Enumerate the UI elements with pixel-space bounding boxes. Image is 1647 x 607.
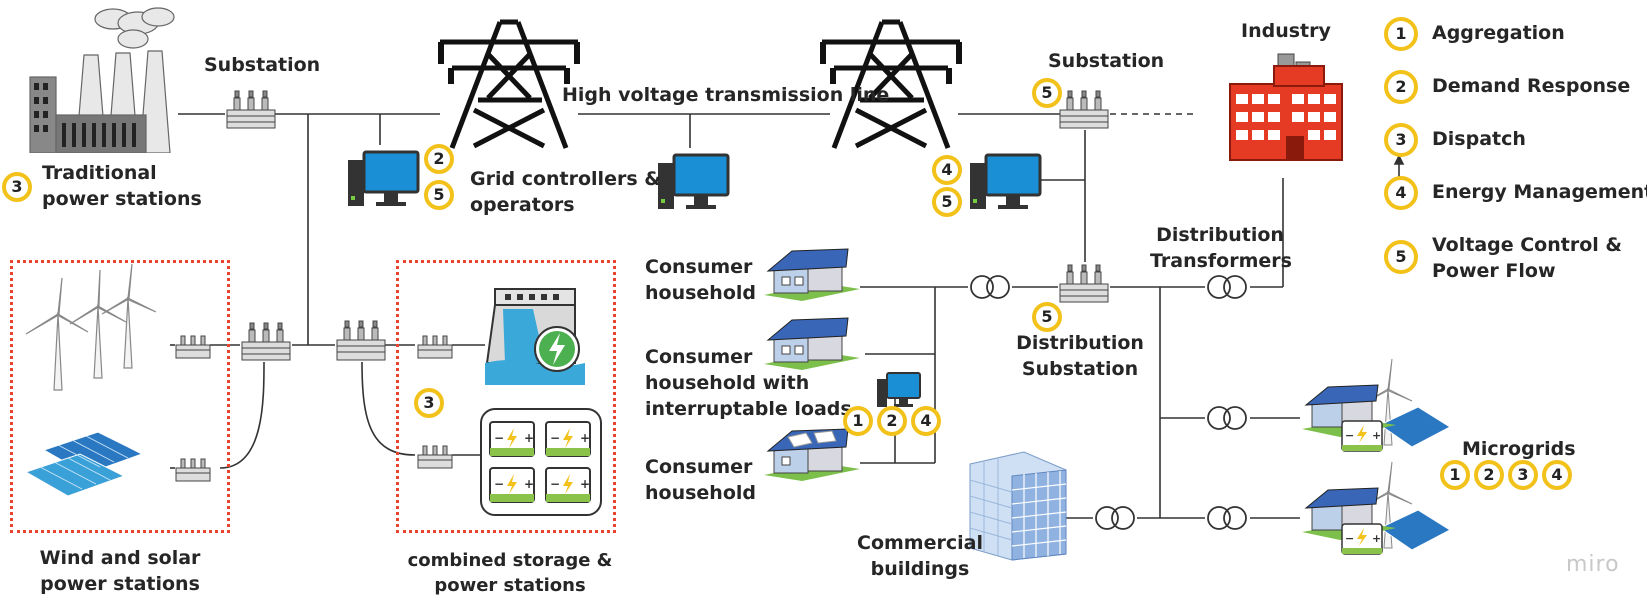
wind-turbine-icon — [25, 263, 157, 391]
substation-icon — [226, 90, 276, 129]
transmission-tower-icon — [438, 19, 580, 149]
small-substation-icon — [175, 458, 211, 482]
label-consumer-household-1: Consumer household — [645, 256, 756, 304]
badge-microgrid-2: 2 — [1474, 460, 1504, 490]
badge-tower-5: 5 — [932, 187, 962, 217]
label-hv-transmission-line: High voltage transmission line — [562, 84, 890, 106]
badge-substation-5: 5 — [1032, 78, 1062, 108]
badge-household-4: 4 — [911, 406, 941, 436]
svg-text:+: + — [1372, 429, 1381, 442]
label-storage: combined storage & power stations — [407, 550, 613, 596]
badge-household-1: 1 — [843, 406, 873, 436]
svg-text:−: − — [494, 431, 504, 445]
label-industry: Industry — [1241, 20, 1331, 42]
label-substation-left: Substation — [204, 54, 321, 76]
substation-icon — [336, 320, 386, 361]
factory-icon — [1229, 53, 1343, 161]
wind-solar-group-box — [10, 260, 230, 533]
house-icon — [764, 248, 860, 301]
svg-text:−: − — [1345, 532, 1354, 545]
svg-text:−: − — [550, 431, 560, 445]
badge-grid-controller-5: 5 — [424, 180, 454, 210]
legend-badge-1: 1 — [1384, 17, 1418, 51]
transmission-tower-icon — [820, 19, 962, 149]
label-traditional-power-stations: Traditional power stations — [42, 162, 202, 210]
computer-icon — [877, 372, 921, 407]
legend-badge-2: 2 — [1384, 70, 1418, 104]
legend-text-demand-response: Demand Response — [1432, 75, 1631, 97]
label-consumer-household-2: Consumer household — [645, 456, 756, 504]
substation-icon — [1059, 90, 1109, 129]
badge-microgrid-3: 3 — [1508, 460, 1538, 490]
label-distribution-substation: Distribution Substation — [1016, 332, 1144, 380]
legend-text-dispatch: Dispatch — [1432, 128, 1526, 150]
svg-text:+: + — [524, 477, 534, 491]
label-wind-solar: Wind and solar power stations — [39, 547, 201, 595]
legend-badge-3: 3 — [1384, 123, 1418, 157]
badge-tower-4: 4 — [932, 155, 962, 185]
house-solar-icon — [764, 428, 860, 481]
legend-badge-5: 5 — [1384, 240, 1418, 274]
svg-text:−: − — [1345, 429, 1354, 442]
label-microgrids: Microgrids — [1462, 438, 1576, 460]
legend-text-energy-management: Energy Management — [1432, 181, 1647, 203]
hydro-dam-icon — [485, 288, 585, 385]
legend-text-voltage-control: Voltage Control & Power Flow — [1432, 234, 1622, 282]
svg-text:+: + — [524, 431, 534, 445]
computer-icon — [970, 153, 1042, 209]
label-distribution-transformers: Distribution Transformers — [1150, 224, 1292, 272]
badge-microgrid-1: 1 — [1440, 460, 1470, 490]
badge-microgrid-4: 4 — [1542, 460, 1572, 490]
small-substation-icon — [175, 335, 211, 359]
office-building-icon — [969, 451, 1067, 561]
substation-icon — [241, 322, 291, 361]
legend-badge-4: 4 — [1384, 176, 1418, 210]
label-consumer-household-interruptable: Consumer household with interruptable lo… — [645, 346, 852, 420]
legend-text-aggregation: Aggregation — [1432, 22, 1565, 44]
miro-watermark: miro — [1566, 552, 1620, 577]
computer-icon — [348, 150, 420, 206]
badge-distribution-substation-5: 5 — [1032, 302, 1062, 332]
microgrid-house-icon: −+ — [1302, 461, 1452, 555]
svg-text:−: − — [494, 477, 504, 491]
svg-text:−: − — [550, 477, 560, 491]
badge-grid-controller-2: 2 — [424, 144, 454, 174]
battery-storage-icon: − + − + − + − + — [480, 408, 602, 516]
small-substation-icon — [417, 335, 453, 359]
badge-traditional: 3 — [2, 172, 32, 202]
power-plant-icon — [29, 7, 175, 153]
badge-household-2: 2 — [877, 406, 907, 436]
svg-text:+: + — [1372, 532, 1381, 545]
house-icon — [764, 317, 860, 370]
solar-panel-icon — [24, 431, 144, 497]
label-substation-right: Substation — [1048, 50, 1165, 72]
substation-icon — [1059, 264, 1109, 303]
badge-storage-3: 3 — [414, 388, 444, 418]
small-substation-icon — [417, 445, 453, 469]
label-grid-controllers: Grid controllers & operators — [470, 168, 661, 216]
svg-text:+: + — [580, 477, 590, 491]
storage-group-box — [396, 260, 616, 533]
microgrid-house-icon: −+ — [1302, 358, 1452, 452]
computer-icon — [658, 153, 730, 209]
svg-text:+: + — [580, 431, 590, 445]
label-commercial-buildings: Commercial buildings — [857, 532, 983, 580]
